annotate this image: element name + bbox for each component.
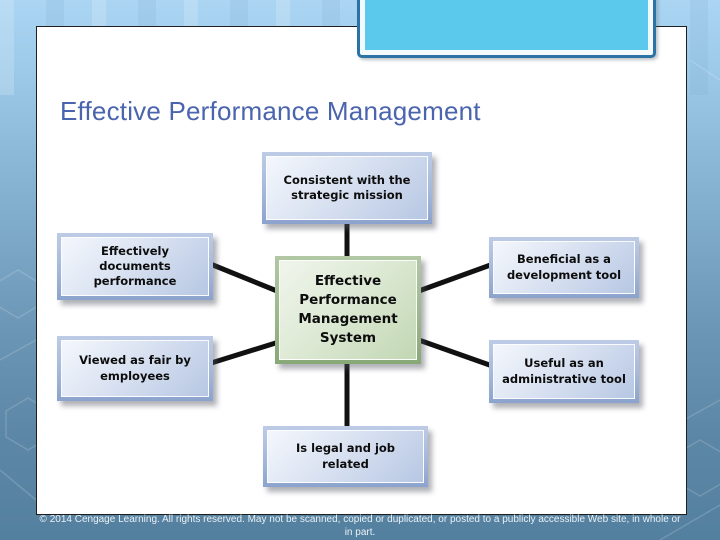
node-effectively-documents-performance: Effectively documents performance bbox=[57, 233, 213, 300]
node-useful-as-administrative-tool: Useful as an administrative tool bbox=[489, 340, 639, 403]
node-is-legal-and-job-related: Is legal and job related bbox=[263, 426, 428, 487]
node-label: Beneficial as a development tool bbox=[506, 252, 622, 282]
slide-title: Effective Performance Management bbox=[60, 96, 481, 126]
node-label: Effectively documents performance bbox=[93, 243, 177, 289]
node-viewed-as-fair-by-employees: Viewed as fair by employees bbox=[57, 336, 213, 401]
node-label: Is legal and job related bbox=[295, 441, 396, 471]
top-accent-tab bbox=[357, 0, 656, 58]
node-consistent-with-strategic-mission: Consistent with the strategic mission bbox=[262, 152, 432, 224]
copyright-footer: © 2014 Cengage Learning. All rights rese… bbox=[39, 514, 681, 538]
node-label: Useful as an administrative tool bbox=[502, 356, 626, 386]
node-beneficial-as-development-tool: Beneficial as a development tool bbox=[489, 237, 639, 298]
node-label: Consistent with the strategic mission bbox=[283, 172, 411, 202]
node-center-effective-performance-management-system: Effective Performance Management System bbox=[275, 256, 421, 364]
node-label: Effective Performance Management System bbox=[298, 273, 398, 346]
node-label: Viewed as fair by employees bbox=[79, 353, 191, 383]
